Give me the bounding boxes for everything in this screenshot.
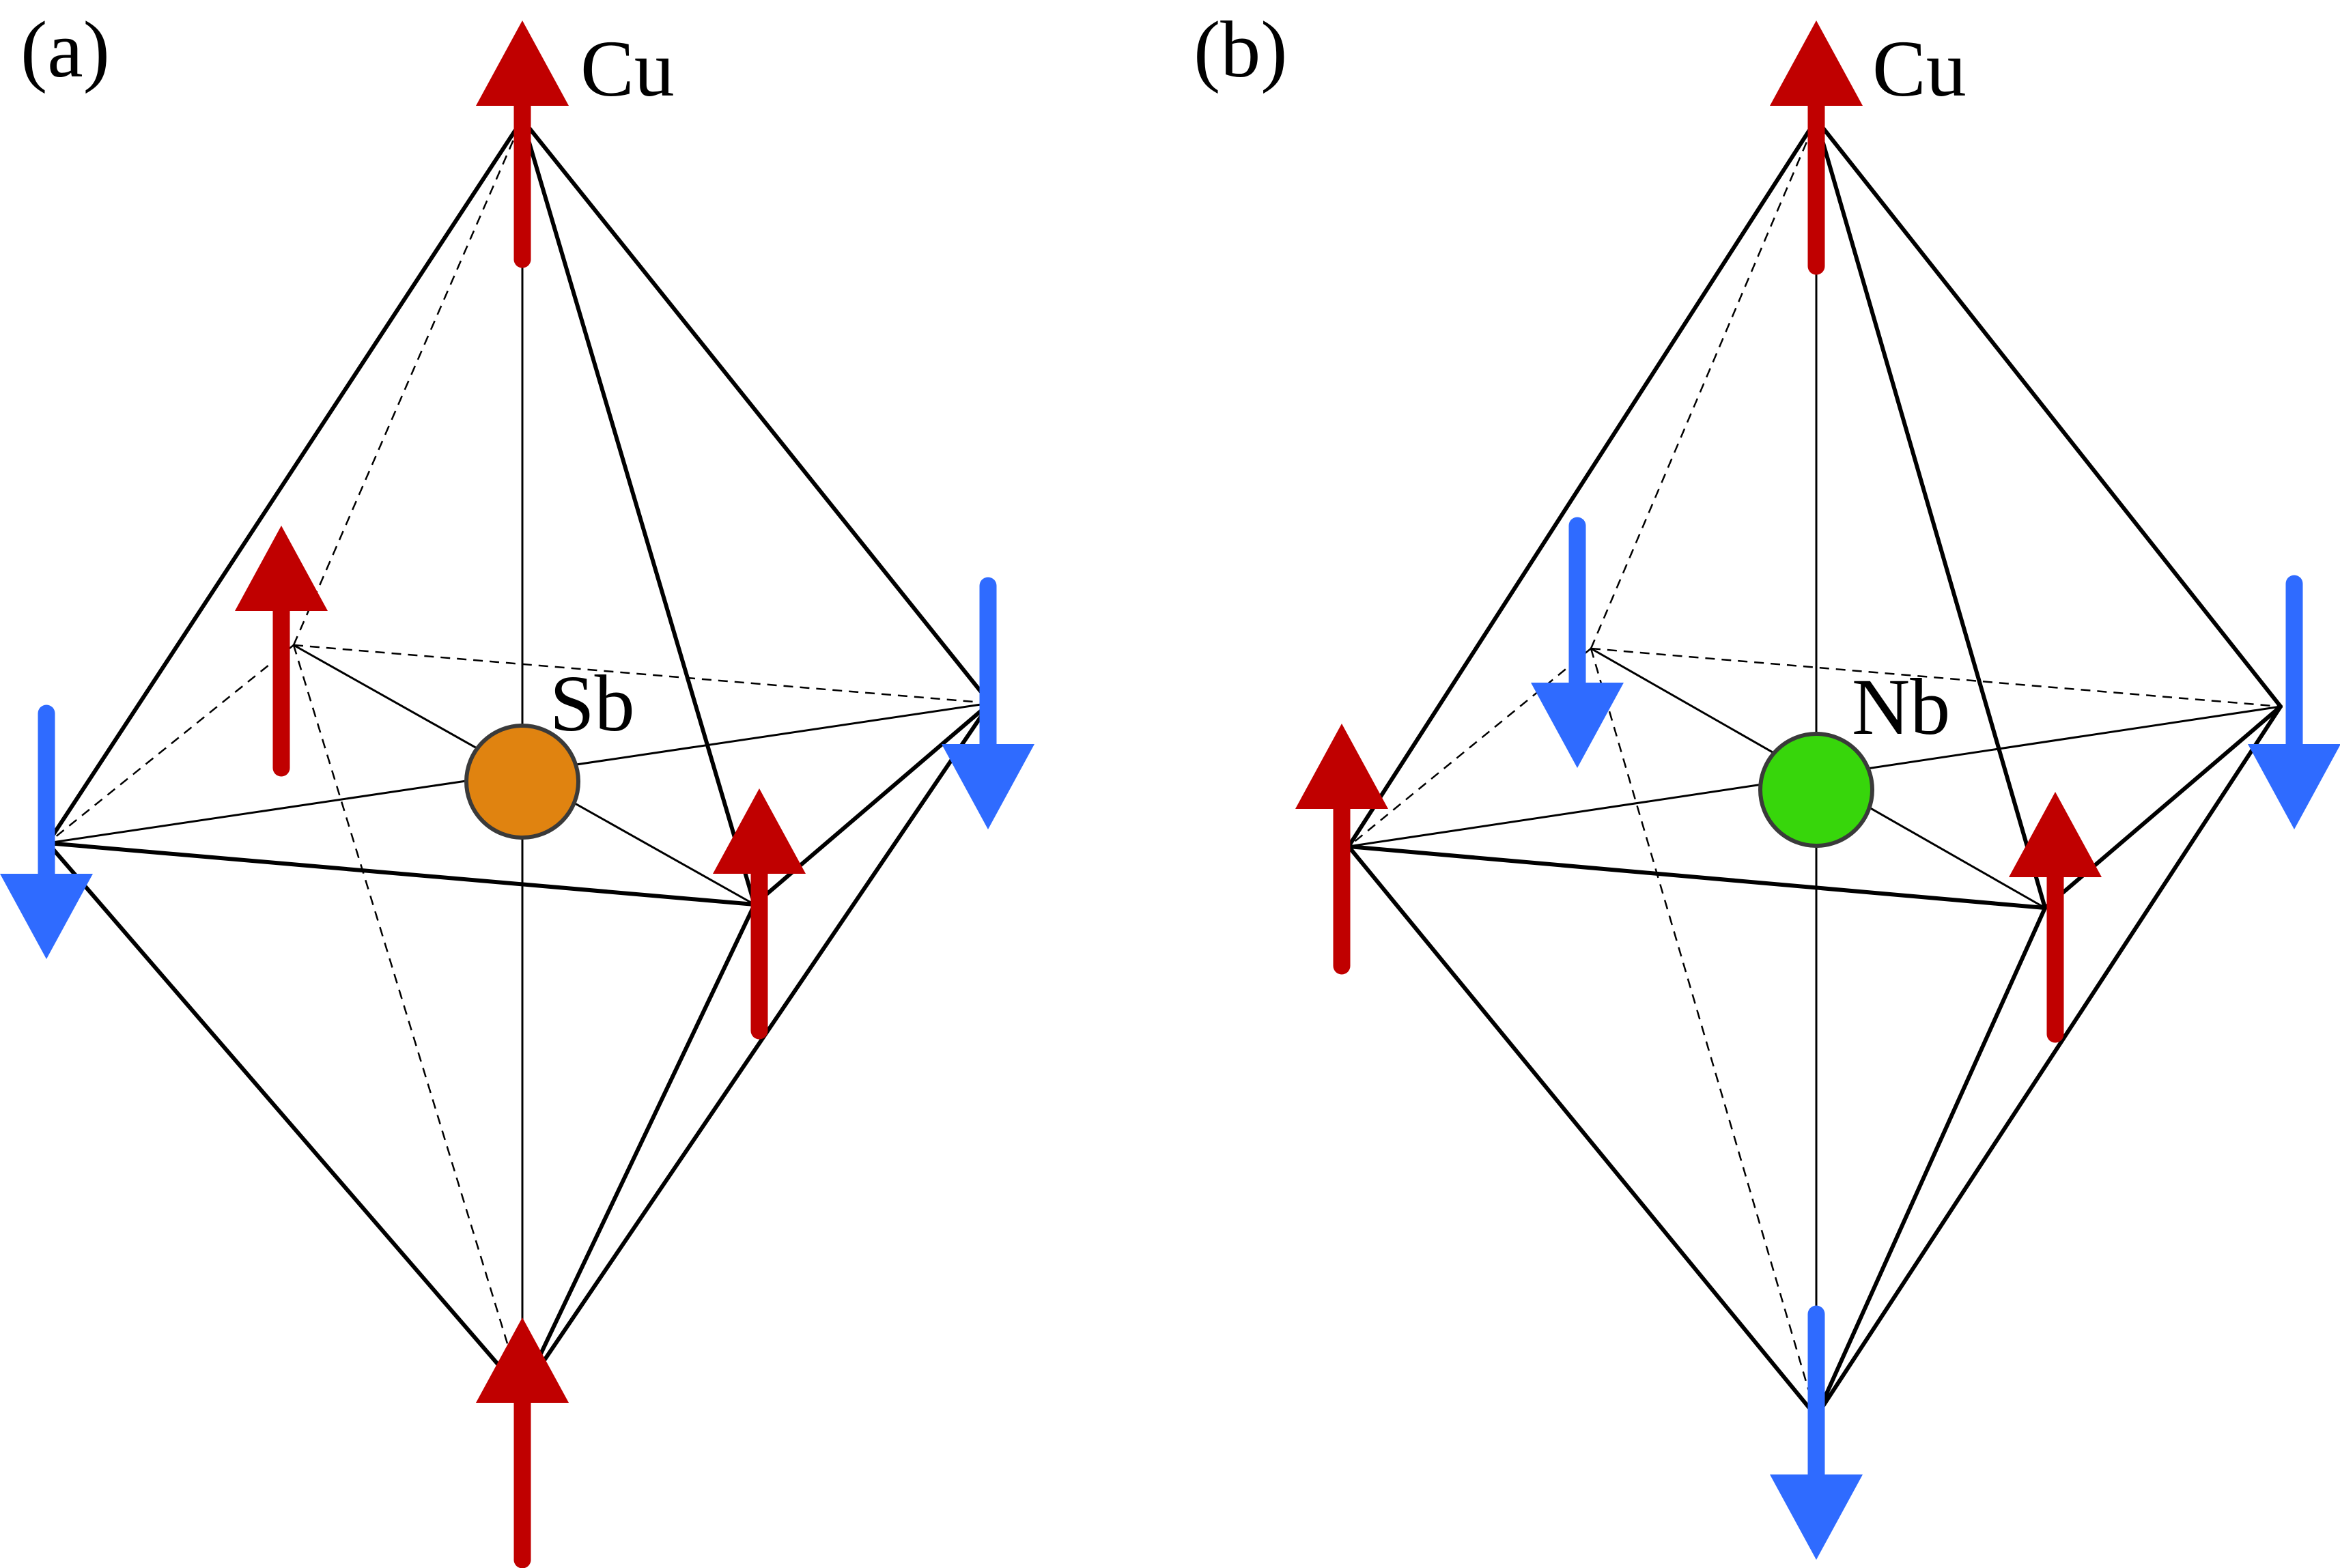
center-atom-label: Nb [1852,662,1950,752]
arrow-head [1295,724,1388,809]
spin-down-arrow-icon-bottom [1770,1305,1863,1560]
spin-up-arrow-icon-bottom [476,1317,569,1568]
arrow-head [2009,792,2102,877]
arrow-head [2248,744,2340,829]
panel-b: (b) Cu Nb [1194,5,2340,1560]
arrow-head [235,526,328,611]
panel-a: (a) Cu Sb [0,5,1034,1568]
apex-atom-label: Cu [580,24,675,113]
arrow-head [713,788,806,874]
panel-label: (a) [20,5,110,94]
arrow-head [1770,20,1863,106]
spin-down-arrow-icon-back [1531,517,1624,768]
spin-up-arrow-icon-top [1770,20,1863,275]
spin-down-arrow-icon-right [2248,575,2340,829]
octahedron-edges [1347,117,2283,1419]
spin-up-arrow-icon-front [2009,792,2102,1043]
arrow-head [0,874,93,959]
arrow-head [476,1317,569,1403]
spin-arrows [0,20,1034,1568]
arrow-head [942,744,1034,829]
arrow-head [1770,1474,1863,1560]
spin-down-arrow-icon-right [942,577,1034,829]
spin-arrows [1295,20,2340,1560]
spin-up-arrow-icon-top [476,20,569,268]
arrow-head [476,20,569,106]
spin-down-arrow-icon-left [0,704,93,959]
panel-label: (b) [1194,5,1288,94]
apex-atom-label: Cu [1872,24,1967,113]
center-atom [1758,732,1874,848]
hidden-edges [1348,119,2281,1417]
hidden-edges [47,119,991,1393]
center-atom [464,724,580,840]
arrow-head [1531,683,1624,768]
center-atom-label: Sb [550,659,635,748]
spin-up-arrow-icon-back [235,526,328,777]
spin-up-arrow-icon-left [1295,724,1388,975]
spin-up-arrow-icon-front [713,788,806,1040]
